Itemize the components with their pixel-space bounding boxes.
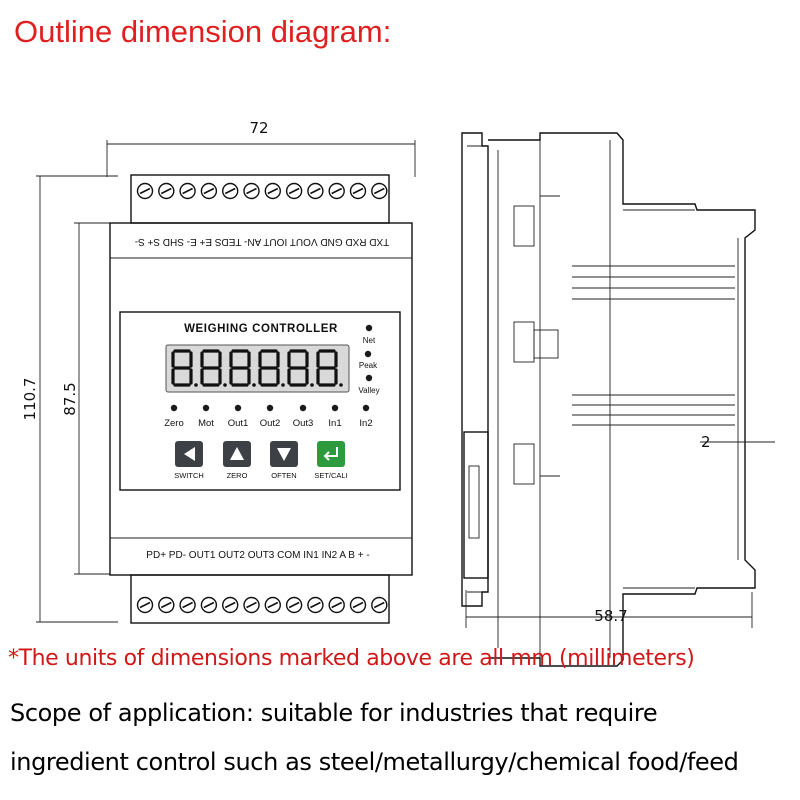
decimal-point — [281, 383, 285, 387]
width-dimension: 72 — [106, 119, 416, 177]
decimal-point — [194, 383, 198, 387]
front-view: 72 110.7 87.5 TXD RXD GND VOUT IOUT AN- … — [21, 119, 416, 624]
top-terminal-labels: TXD RXD GND VOUT IOUT AN- TEDS E+ E- SHD… — [135, 236, 390, 247]
triangle-up-icon — [230, 447, 244, 460]
out3-led-label: Out3 — [293, 418, 314, 429]
body-height-label: 87.5 — [61, 382, 79, 415]
valley-led — [365, 374, 373, 382]
side-led-group: Net Peak Valley — [358, 324, 380, 395]
side-view: 2 58.7 — [461, 132, 775, 667]
scope-line-1: Scope of application: suitable for indus… — [10, 699, 658, 727]
switch-button[interactable]: SWITCH — [174, 441, 204, 480]
step-label: 2 — [701, 433, 711, 451]
depth-dimension: 58.7 — [465, 590, 753, 628]
valley-led-label: Valley — [358, 386, 379, 395]
seven-segment-digits — [171, 349, 343, 387]
decimal-point — [339, 383, 343, 387]
zero-button-label: ZERO — [227, 471, 248, 480]
peak-led — [364, 350, 372, 358]
decimal-point — [223, 383, 227, 387]
device-body — [109, 222, 413, 576]
bottom-terminal-labels: PD+ PD- OUT1 OUT2 OUT3 COM IN1 IN2 A B +… — [146, 550, 369, 561]
net-led-label: Net — [363, 336, 376, 345]
page-heading: Outline dimension diagram: — [14, 14, 392, 49]
scope-line-2: ingredient control such as steel/metallu… — [10, 748, 739, 776]
enter-arrow-icon — [323, 447, 338, 461]
switch-button-label: SWITCH — [174, 471, 204, 480]
width-label: 72 — [249, 119, 268, 137]
units-note: *The units of dimensions marked above ar… — [8, 646, 695, 671]
zero-button[interactable]: ZERO — [223, 441, 251, 480]
out2-led-label: Out2 — [260, 418, 281, 429]
total-height-label: 110.7 — [21, 378, 39, 421]
step-dimension: 2 — [700, 433, 775, 451]
decimal-point — [310, 383, 314, 387]
triangle-left-icon — [184, 447, 195, 461]
bottom-screw-row — [136, 596, 388, 614]
set-cali-button[interactable]: SET/CALI — [314, 441, 348, 480]
bottom-terminal-block — [130, 574, 390, 624]
front-panel — [119, 311, 401, 491]
body-height-dimension: 87.5 — [61, 222, 110, 575]
top-terminal-block — [130, 174, 390, 224]
top-screw-row — [136, 182, 388, 200]
zero-led-label: Zero — [164, 418, 184, 429]
out1-led-label: Out1 — [228, 418, 249, 429]
decimal-point — [252, 383, 256, 387]
set-cali-button-label: SET/CALI — [314, 471, 347, 480]
in2-led-label: In2 — [359, 418, 372, 429]
lcd-display — [165, 344, 350, 393]
panel-title: WEIGHING CONTROLLER — [184, 323, 338, 335]
depth-label: 58.7 — [594, 607, 627, 625]
peak-led-label: Peak — [359, 361, 378, 370]
net-led — [365, 324, 373, 332]
din-clip — [463, 431, 489, 579]
triangle-down-icon — [277, 448, 291, 461]
in1-led-label: In1 — [328, 418, 341, 429]
vent-slots — [572, 265, 735, 426]
often-button-label: OFTEN — [271, 471, 296, 480]
mot-led-label: Mot — [198, 418, 214, 429]
status-led-row: Zero Mot Out1 Out2 Out3 In1 In2 — [164, 404, 373, 429]
often-button[interactable]: OFTEN — [270, 441, 298, 480]
total-height-dimension: 110.7 — [21, 175, 118, 623]
